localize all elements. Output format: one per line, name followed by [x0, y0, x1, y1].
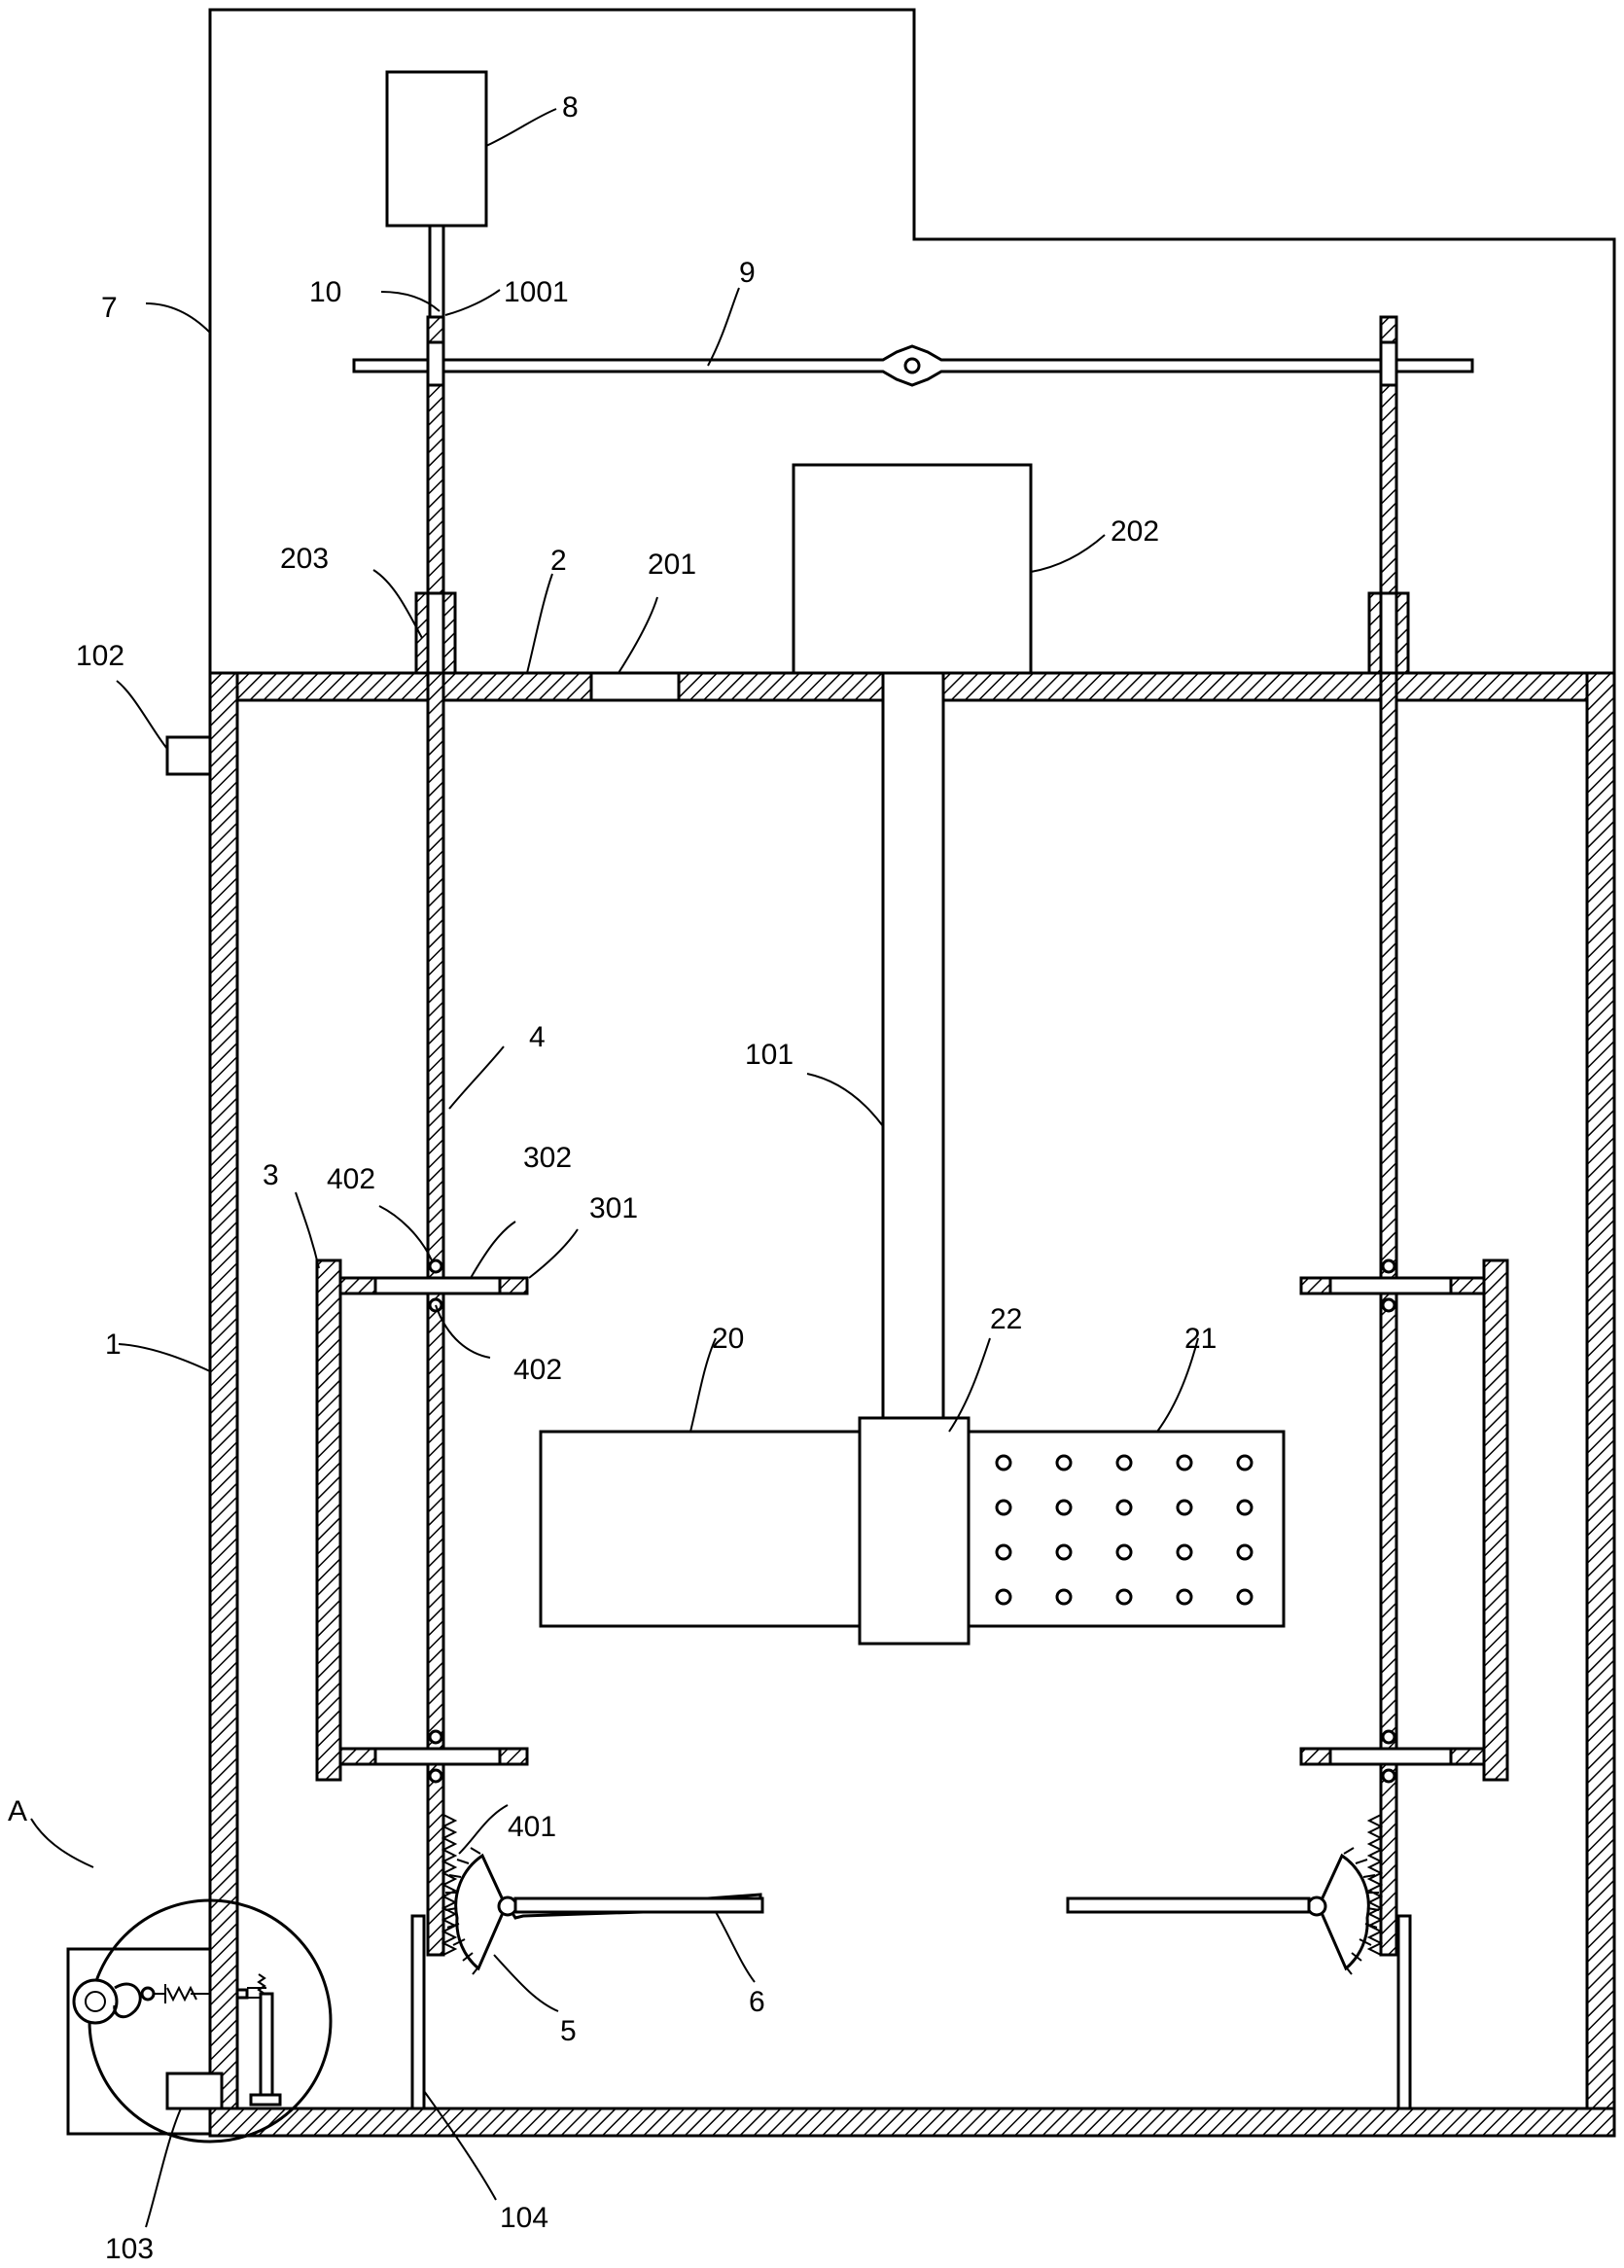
perforation-hole	[1236, 1499, 1253, 1516]
label-10: 10	[309, 276, 341, 308]
label-201: 201	[648, 549, 696, 581]
right-arm	[1066, 1896, 1311, 1914]
perforation-hole	[1055, 1499, 1073, 1516]
label-6: 6	[749, 1986, 765, 2018]
label-22: 22	[990, 1303, 1022, 1335]
label-402-top: 402	[327, 1163, 375, 1195]
lever-pivot	[903, 357, 921, 374]
label-21: 21	[1184, 1323, 1217, 1355]
perforation-hole	[1115, 1588, 1133, 1606]
perforation-hole	[995, 1543, 1012, 1561]
main-container	[208, 671, 1616, 2138]
stirring-assembly	[539, 1416, 1286, 1646]
label-401: 401	[508, 1811, 556, 1843]
label-8: 8	[562, 91, 579, 124]
label-202: 202	[1111, 515, 1159, 548]
perforation-hole	[1055, 1454, 1073, 1471]
left-scraper-frame	[315, 1258, 529, 1784]
label-A: A	[8, 1795, 27, 1827]
inlet-102	[165, 735, 212, 776]
label-102: 102	[76, 640, 124, 672]
perforation-holes	[995, 1454, 1253, 1606]
perforation-hole	[995, 1499, 1012, 1516]
perforation-hole	[995, 1588, 1012, 1606]
label-104: 104	[500, 2202, 548, 2234]
upper-housing	[208, 8, 1616, 673]
perforation-hole	[1176, 1454, 1193, 1471]
perforation-hole	[1176, 1588, 1193, 1606]
label-4: 4	[529, 1021, 546, 1053]
label-301: 301	[589, 1192, 638, 1224]
label-302: 302	[523, 1142, 572, 1174]
hub-22	[858, 1416, 971, 1646]
left-rack-teeth	[441, 1814, 458, 1956]
label-2: 2	[550, 545, 567, 577]
left-arm	[513, 1896, 764, 1914]
detail-a	[66, 1898, 333, 2144]
right-rod	[1367, 315, 1410, 1957]
label-203: 203	[280, 543, 329, 575]
perforation-hole	[1115, 1454, 1133, 1471]
right-scraper-frame	[1299, 1258, 1509, 1784]
perforation-hole	[1115, 1499, 1133, 1516]
leader-lines	[30, 108, 1199, 2228]
label-402-bottom: 402	[513, 1354, 562, 1386]
label-3: 3	[263, 1159, 279, 1191]
label-1001: 1001	[504, 276, 569, 308]
perforation-hole	[1055, 1588, 1073, 1606]
label-1: 1	[105, 1329, 122, 1361]
opening-201	[589, 671, 681, 702]
perforation-hole	[995, 1454, 1012, 1471]
top-plate	[235, 671, 1589, 702]
label-101: 101	[745, 1039, 794, 1071]
label-20: 20	[712, 1323, 744, 1355]
right-support	[1396, 1914, 1412, 2110]
perforation-hole	[1176, 1499, 1193, 1516]
label-103: 103	[105, 2233, 154, 2265]
perforation-hole	[1236, 1454, 1253, 1471]
motor-8	[385, 70, 488, 228]
label-5: 5	[560, 2015, 577, 2047]
left-support-104	[410, 1914, 426, 2110]
reference-labels: 8 10 1001 9 7 202 203 2 201 102 101 4 3 …	[8, 91, 1217, 2265]
perforation-hole	[1055, 1543, 1073, 1561]
label-9: 9	[739, 257, 756, 289]
label-7: 7	[101, 292, 118, 324]
perforation-hole	[1236, 1588, 1253, 1606]
drive-shaft	[881, 671, 945, 1420]
motor-box	[792, 463, 1033, 675]
perforation-hole	[1115, 1543, 1133, 1561]
perforation-hole	[1236, 1543, 1253, 1561]
perforation-hole	[1176, 1543, 1193, 1561]
left-rod	[414, 315, 457, 1957]
right-rack-teeth	[1366, 1814, 1384, 1956]
right-gear-sector	[1306, 1847, 1380, 1975]
